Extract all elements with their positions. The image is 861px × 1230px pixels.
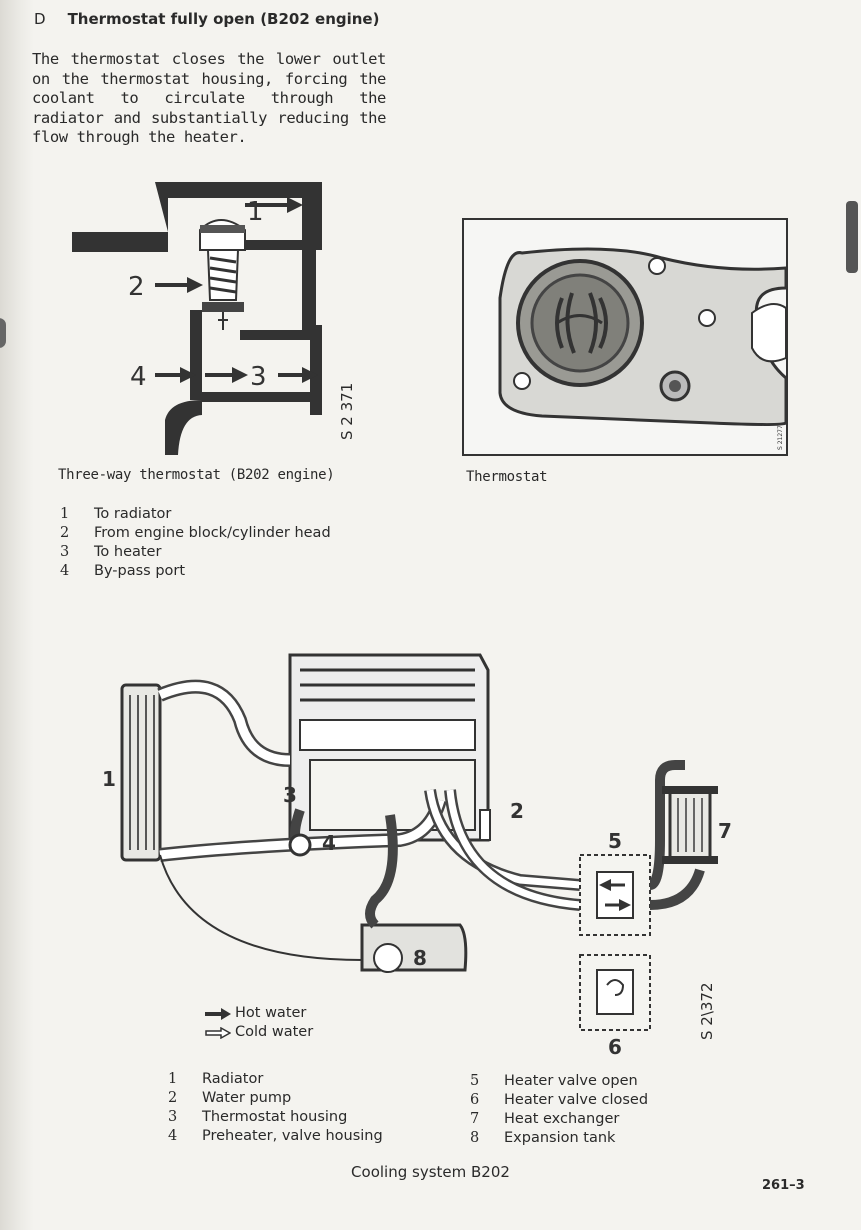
- fig3-label-8: 8: [413, 946, 427, 970]
- item-label: To radiator: [94, 506, 172, 522]
- fig3-label-2: 2: [510, 799, 524, 823]
- fig1-ref: S 2 371: [338, 382, 356, 440]
- fig2-caption: Thermostat: [466, 469, 548, 485]
- fig3-label-1: 1: [102, 767, 116, 791]
- list-item: 5 Heater valve open: [470, 1072, 648, 1091]
- item-label: Thermostat housing: [202, 1109, 348, 1125]
- figure-title: Cooling system B202: [351, 1163, 510, 1181]
- fig3-label-7: 7: [718, 819, 732, 843]
- fig3-label-4: 4: [322, 831, 336, 855]
- item-label: Heater valve open: [504, 1073, 638, 1089]
- item-label: By-pass port: [94, 563, 186, 579]
- intro-paragraph: The thermostat closes the lower outlet o…: [32, 50, 386, 146]
- fig1-label-1: 1: [247, 197, 264, 227]
- fig3-label-5: 5: [608, 829, 622, 853]
- section-tab-mark: [846, 201, 858, 273]
- list-item: 3 To heater: [60, 543, 331, 562]
- cold-water-arrow-icon: [205, 1026, 231, 1039]
- list-item: 1 Radiator: [168, 1070, 383, 1089]
- thermostat-photo: S 21277: [462, 218, 788, 456]
- fig2-ref: S 21277: [777, 425, 784, 450]
- item-number: 8: [470, 1130, 480, 1146]
- item-number: 3: [168, 1109, 178, 1125]
- thermostat-cross-section-diagram: 1 2 4 3: [72, 182, 322, 455]
- list-item: 7 Heat exchanger: [470, 1110, 648, 1129]
- item-number: 1: [60, 506, 70, 522]
- section-title: Thermostat fully open (B202 engine): [67, 10, 380, 28]
- fig1-label-4: 4: [130, 362, 147, 392]
- fig1-caption: Three-way thermostat (B202 engine): [58, 467, 335, 483]
- item-label: Water pump: [202, 1090, 292, 1106]
- fig1-label-3: 3: [250, 362, 267, 392]
- item-label: Radiator: [202, 1071, 264, 1087]
- item-label: Expansion tank: [504, 1130, 616, 1146]
- legend-hot-water: Hot water: [205, 1004, 313, 1023]
- page-number: 261–3: [762, 1178, 805, 1193]
- flow-legend: Hot water Cold water: [205, 1004, 313, 1042]
- hot-water-arrow-icon: [205, 1007, 231, 1020]
- item-label: From engine block/cylinder head: [94, 525, 331, 541]
- item-label: To heater: [94, 544, 162, 560]
- item-number: 4: [60, 563, 70, 579]
- list-item: 6 Heater valve closed: [470, 1091, 648, 1110]
- item-number: 3: [60, 544, 70, 560]
- item-number: 1: [168, 1071, 178, 1087]
- section-letter: D: [34, 10, 46, 28]
- fig1-legend-list: 1 To radiator 2 From engine block/cylinder…: [60, 505, 331, 581]
- item-number: 6: [470, 1092, 480, 1108]
- cooling-system-diagram: 1 2 3 4 5 6 7 8: [102, 653, 732, 1059]
- list-item: 2 From engine block/cylinder head: [60, 524, 331, 543]
- item-label: Preheater, valve housing: [202, 1128, 383, 1144]
- list-item: 1 To radiator: [60, 505, 331, 524]
- item-number: 7: [470, 1111, 480, 1127]
- page-gutter-shadow: [0, 0, 34, 1230]
- section-heading: D Thermostat fully open (B202 engine): [34, 10, 379, 28]
- list-item: 3 Thermostat housing: [168, 1108, 383, 1127]
- fig3-ref: S 2\372: [698, 982, 716, 1040]
- legend-cold-water-label: Cold water: [235, 1024, 314, 1040]
- fig3-label-3: 3: [283, 783, 297, 807]
- fig3-label-6: 6: [608, 1035, 622, 1059]
- list-item: 2 Water pump: [168, 1089, 383, 1108]
- item-number: 2: [168, 1090, 178, 1106]
- item-number: 4: [168, 1128, 178, 1144]
- list-item: 4 Preheater, valve housing: [168, 1127, 383, 1146]
- fig3-legend-list-left: 1 Radiator 2 Water pump 3 Thermostat housin…: [168, 1070, 383, 1146]
- fig1-label-2: 2: [128, 272, 145, 302]
- item-label: Heat exchanger: [504, 1111, 620, 1127]
- list-item: 8 Expansion tank: [470, 1129, 648, 1148]
- item-label: Heater valve closed: [504, 1092, 649, 1108]
- binding-hole: [0, 318, 6, 348]
- legend-cold-water: Cold water: [205, 1023, 313, 1042]
- item-number: 5: [470, 1073, 480, 1089]
- list-item: 4 By-pass port: [60, 562, 331, 581]
- item-number: 2: [60, 525, 70, 541]
- legend-hot-water-label: Hot water: [235, 1005, 307, 1021]
